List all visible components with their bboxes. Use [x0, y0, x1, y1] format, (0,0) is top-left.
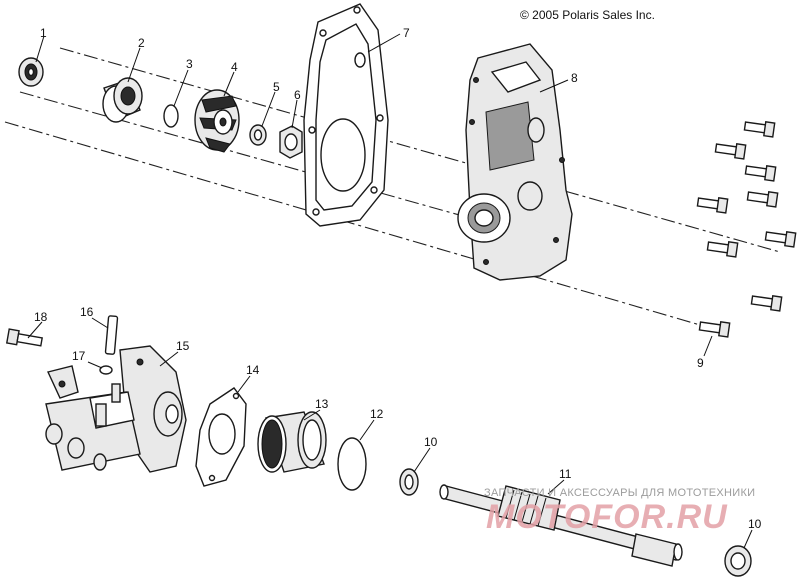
part-o-ring-3	[163, 104, 179, 128]
part-bolt-18	[5, 328, 43, 347]
callout-12: 12	[370, 407, 384, 421]
callout-1: 1	[40, 26, 47, 40]
callout-16: 16	[80, 305, 94, 319]
callout-labels: 1 2 3 4 5 6 7 8 9 10 10 11 12 13 14 15 1…	[34, 26, 762, 531]
callout-13: 13	[315, 397, 329, 411]
callout-10-lower: 10	[748, 517, 762, 531]
part-pin-16	[104, 315, 119, 355]
axis-line-upper	[59, 47, 781, 253]
axis-line-lower	[4, 121, 701, 326]
callout-18: 18	[34, 310, 48, 324]
part-gasket-7	[303, 3, 389, 227]
part-clip-17	[99, 365, 113, 375]
callout-5: 5	[273, 80, 280, 94]
callout-9: 9	[697, 356, 704, 370]
part-cover-housing-8	[457, 43, 573, 281]
part-washer-5	[249, 124, 267, 146]
watermark-caption: ЗАПЧАСТИ И АКСЕССУАРЫ ДЛЯ МОТОТЕХНИКИ	[484, 487, 756, 499]
callout-3: 3	[186, 57, 193, 71]
part-nut-6	[279, 125, 303, 159]
callout-2: 2	[138, 36, 145, 50]
part-bolt-set-9	[696, 121, 797, 338]
callout-10-upper: 10	[424, 435, 438, 449]
leader-lines	[27, 33, 753, 549]
part-bushing-13	[257, 411, 327, 473]
part-drive-shaft-11	[439, 484, 683, 567]
part-pump-body-15	[45, 345, 187, 473]
callout-7: 7	[403, 26, 410, 40]
part-impeller-4	[194, 89, 240, 153]
copyright-notice: © 2005 Polaris Sales Inc.	[520, 8, 655, 22]
part-washer-10-upper	[399, 468, 419, 496]
callout-8: 8	[571, 71, 578, 85]
watermark-logo: MOTOFOR.RU	[486, 498, 728, 536]
part-gasket-14	[195, 387, 247, 487]
axis-line-middle	[19, 91, 471, 219]
callout-4: 4	[231, 60, 238, 74]
part-washer-10-lower	[724, 545, 752, 577]
callout-14: 14	[246, 363, 260, 377]
part-bearing-2	[102, 77, 143, 123]
part-seal-1	[18, 57, 44, 87]
callout-11: 11	[559, 467, 572, 481]
callout-6: 6	[294, 88, 301, 102]
part-o-ring-12	[337, 437, 367, 491]
callout-15: 15	[176, 339, 190, 353]
callout-17: 17	[72, 349, 86, 363]
